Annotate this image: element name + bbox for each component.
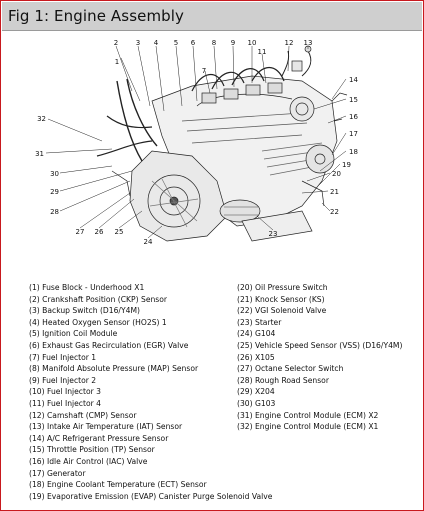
callout-18: 18 bbox=[349, 148, 358, 156]
callout-21: 21 bbox=[330, 188, 339, 196]
callout-4: 4 bbox=[154, 39, 159, 47]
legend-item: (22) VGI Solenoid Valve bbox=[237, 306, 327, 316]
callout-3: 3 bbox=[136, 39, 140, 47]
callout-26: 26 bbox=[95, 228, 104, 236]
callout-9: 9 bbox=[231, 39, 235, 47]
legend-right-column: (20) Oil Pressure Switch (21) Knock Sens… bbox=[237, 282, 402, 433]
callout-6: 6 bbox=[191, 39, 196, 47]
callout-10: 10 bbox=[248, 39, 257, 47]
legend-item: (5) Ignition Coil Module bbox=[29, 329, 118, 339]
legend-item: (1) Fuse Block - Underhood X1 bbox=[29, 283, 145, 292]
callout-23: 23 bbox=[269, 230, 278, 238]
callout-7: 7 bbox=[202, 67, 206, 75]
legend-item: (16) Idle Air Control (IAC) Valve bbox=[29, 456, 148, 466]
figure-title: Fig 1: Engine Assembly bbox=[8, 7, 185, 25]
callout-2: 2 bbox=[114, 39, 118, 47]
legend-item: (19) Evaporative Emission (EVAP) Caniste… bbox=[29, 491, 273, 501]
legend-item: (28) Rough Road Sensor bbox=[237, 375, 329, 385]
legend-item: (6) Exhaust Gas Recirculation (EGR) Valv… bbox=[29, 340, 189, 350]
legend-left-column: (1) Fuse Block - Underhood X1 (2) Cranks… bbox=[29, 282, 272, 502]
callout-27: 27 bbox=[76, 228, 85, 236]
callout-13: 13 bbox=[304, 39, 313, 47]
callout-15: 15 bbox=[349, 96, 358, 104]
callout-numbers: 1 2 3 4 5 6 7 8 9 10 11 12 13 14 15 16 1… bbox=[35, 39, 358, 246]
callout-1: 1 bbox=[115, 58, 119, 66]
callout-30: 30 bbox=[50, 170, 59, 178]
legend-item: (8) Manifold Absolute Pressure (MAP) Sen… bbox=[29, 364, 199, 374]
legend-item: (20) Oil Pressure Switch bbox=[237, 283, 328, 292]
callout-22: 22 bbox=[330, 208, 339, 216]
legend-item: (13) Intake Air Temperature (IAT) Sensor bbox=[29, 422, 183, 432]
legend-item: (10) Fuel Injector 3 bbox=[29, 387, 101, 397]
legend-item: (3) Backup Switch (D16/Y4M) bbox=[29, 306, 140, 316]
leader-lines bbox=[45, 45, 347, 239]
legend-item: (9) Fuel Injector 2 bbox=[29, 375, 97, 385]
callout-8: 8 bbox=[212, 39, 216, 47]
callout-16: 16 bbox=[349, 113, 358, 121]
callout-11: 11 bbox=[258, 48, 267, 56]
callout-29: 29 bbox=[50, 188, 59, 196]
legend-item: (2) Crankshaft Position (CKP) Sensor bbox=[29, 294, 168, 304]
legend-item: (32) Engine Control Module (ECM) X1 bbox=[237, 422, 379, 432]
callout-5: 5 bbox=[174, 39, 178, 47]
legend-item: (25) Vehicle Speed Sensor (VSS) (D16/Y4M… bbox=[237, 340, 403, 350]
legend-item: (23) Starter bbox=[237, 317, 282, 327]
engine-illustration bbox=[96, 45, 348, 242]
legend-item: (31) Engine Control Module (ECM) X2 bbox=[237, 410, 379, 420]
legend-item: (29) X204 bbox=[237, 387, 275, 397]
callout-19: 19 bbox=[342, 161, 351, 169]
callout-12: 12 bbox=[285, 39, 294, 47]
legend-item: (15) Throttle Position (TP) Sensor bbox=[29, 445, 155, 455]
callout-14: 14 bbox=[349, 76, 358, 84]
legend-item: (26) X105 bbox=[237, 352, 275, 362]
title-bar: Fig 1: Engine Assembly bbox=[2, 2, 422, 31]
legend-item: (21) Knock Sensor (KS) bbox=[237, 294, 325, 304]
callout-25: 25 bbox=[115, 228, 124, 236]
legend-item: (30) G103 bbox=[237, 398, 276, 408]
legend-item: (4) Heated Oxygen Sensor (HO2S) 1 bbox=[29, 317, 167, 327]
engine-assembly-drawing: 1 2 3 4 5 6 7 8 9 10 11 12 13 14 15 16 1… bbox=[35, 39, 358, 246]
legend-item: (27) Octane Selector Switch bbox=[237, 364, 344, 374]
callout-31: 31 bbox=[35, 150, 44, 158]
legend-item: (18) Engine Coolant Temperature (ECT) Se… bbox=[29, 480, 207, 490]
callout-28: 28 bbox=[50, 208, 59, 216]
callout-20: 20 bbox=[332, 170, 341, 178]
legend-item: (7) Fuel Injector 1 bbox=[29, 352, 97, 362]
legend-item: (14) A/C Refrigerant Pressure Sensor bbox=[29, 433, 169, 443]
callout-24: 24 bbox=[144, 238, 153, 246]
legend-item: (24) G104 bbox=[237, 329, 276, 339]
legend-item: (11) Fuel Injector 4 bbox=[29, 398, 101, 408]
legend-item: (12) Camshaft (CMP) Sensor bbox=[29, 410, 137, 420]
legend-item: (17) Generator bbox=[29, 468, 86, 478]
callout-32: 32 bbox=[37, 115, 46, 123]
callout-17: 17 bbox=[349, 130, 358, 138]
